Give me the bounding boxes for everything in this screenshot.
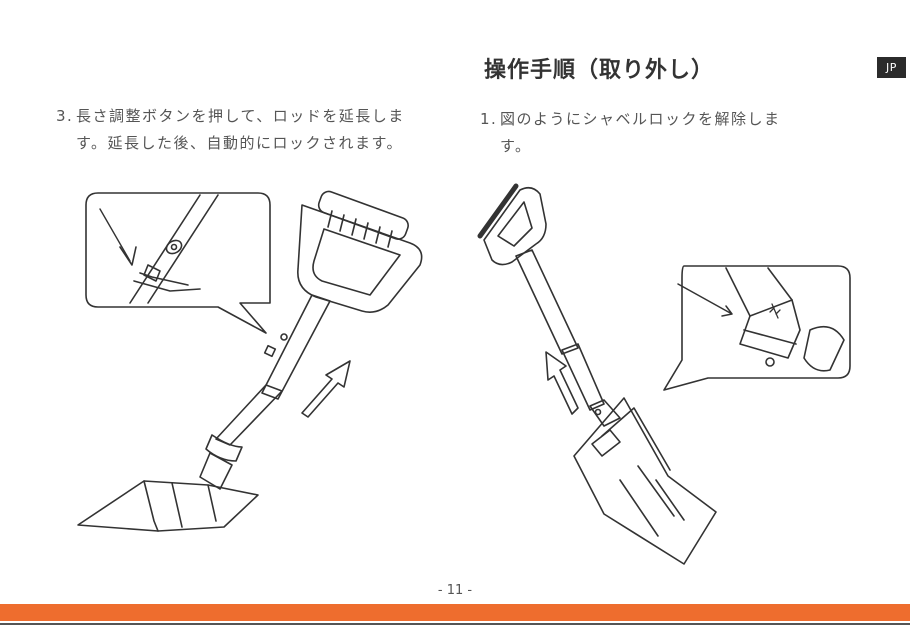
step-1-text: 図のようにシャベルロックを解除します。 bbox=[480, 106, 810, 160]
shovel-blade bbox=[78, 481, 258, 531]
step-3: 3. 長さ調整ボタンを押して、ロッドを延長します。延長した後、自動的にロックされ… bbox=[56, 103, 436, 157]
shovel-unlock-illustration bbox=[470, 180, 865, 575]
extend-arrow-icon bbox=[546, 352, 578, 414]
language-badge: JP bbox=[877, 57, 906, 78]
footer-accent-bar bbox=[0, 604, 910, 621]
shovel-blade bbox=[574, 398, 716, 564]
step-3-number: 3. bbox=[56, 103, 76, 130]
shovel-shaft bbox=[200, 295, 330, 489]
shovel-extend-illustration bbox=[70, 185, 450, 545]
section-title: 操作手順（取り外し） bbox=[484, 52, 714, 84]
footer-divider bbox=[0, 623, 910, 625]
detail-inset bbox=[86, 193, 270, 333]
extend-arrow-icon bbox=[302, 361, 350, 417]
step-1: 1. 図のようにシャベルロックを解除します。 bbox=[480, 106, 810, 160]
shovel-shaft bbox=[516, 250, 620, 426]
detail-inset bbox=[664, 266, 850, 390]
step-3-text: 長さ調整ボタンを押して、ロッドを延長します。延長した後、自動的にロックされます。 bbox=[56, 103, 436, 157]
page-number: - 11 - bbox=[0, 583, 910, 598]
step-1-number: 1. bbox=[480, 106, 500, 133]
shovel-handle bbox=[298, 189, 422, 312]
shovel-handle bbox=[480, 186, 546, 265]
